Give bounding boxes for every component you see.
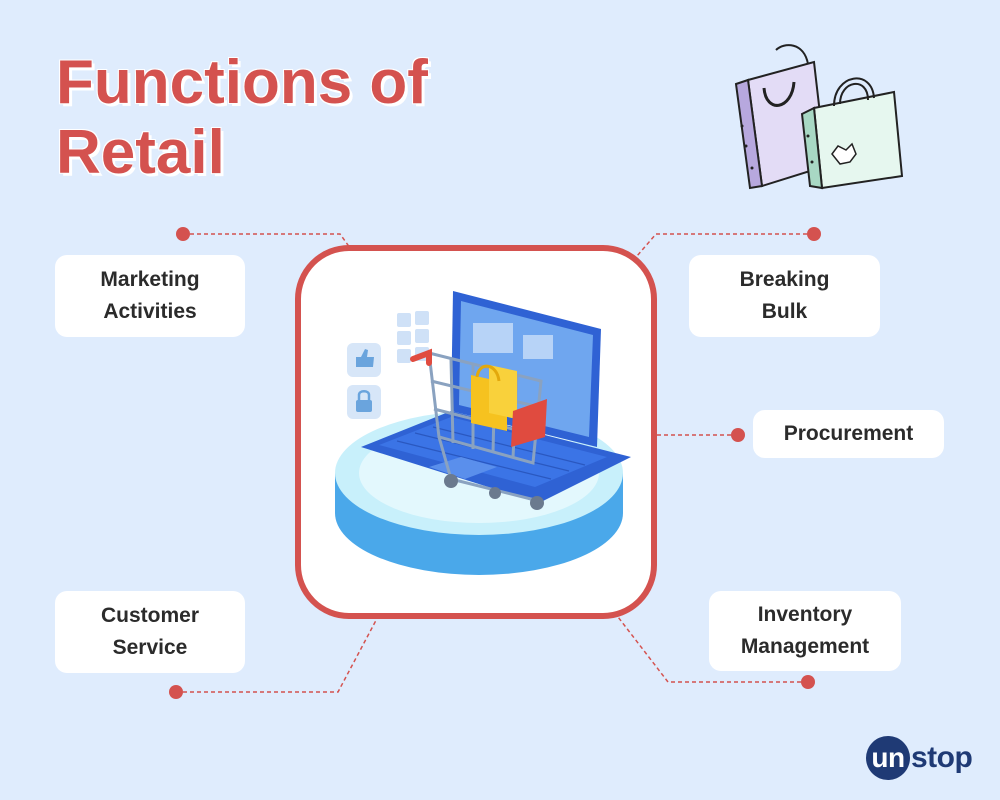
inventory-line-1: Inventory <box>757 603 853 626</box>
label-breaking-bulk: Breaking Bulk <box>689 255 880 337</box>
dot-inventory <box>801 675 815 689</box>
label-inventory-management: Inventory Management <box>709 591 901 671</box>
customer-service-line-2: Service <box>112 636 188 659</box>
shopping-cart-icon <box>335 291 631 575</box>
laptop-icon <box>361 291 631 503</box>
title-line-2: Retail <box>56 118 225 187</box>
center-illustration-frame <box>295 245 657 619</box>
procurement-text: Procurement <box>783 422 914 445</box>
dot-breaking-bulk <box>807 227 821 241</box>
logo-circle-text: un <box>871 742 905 773</box>
customer-service-line-1: Customer <box>100 604 200 627</box>
logo-rest-text: stop <box>911 741 973 774</box>
title-line-1: Functions of <box>56 48 428 117</box>
label-procurement: Procurement <box>753 410 944 458</box>
marketing-line-1: Marketing <box>100 268 200 291</box>
unstop-logo: un stop <box>866 736 973 780</box>
page-title: Functions of Retail <box>56 48 536 188</box>
logo-circle: un <box>866 736 910 780</box>
dot-marketing <box>176 227 190 241</box>
marketing-line-2: Activities <box>103 300 197 323</box>
lock-icon <box>347 385 381 419</box>
label-customer-service: Customer Service <box>55 591 245 673</box>
label-marketing-activities: Marketing Activities <box>55 255 245 337</box>
dot-customer-service <box>169 685 183 699</box>
shopping-bags-icon <box>734 44 904 190</box>
breaking-bulk-line-1: Breaking <box>739 268 830 291</box>
breaking-bulk-line-2: Bulk <box>761 300 808 323</box>
inventory-line-2: Management <box>740 635 870 658</box>
thumbs-up-icon <box>347 343 381 377</box>
dot-procurement <box>731 428 745 442</box>
